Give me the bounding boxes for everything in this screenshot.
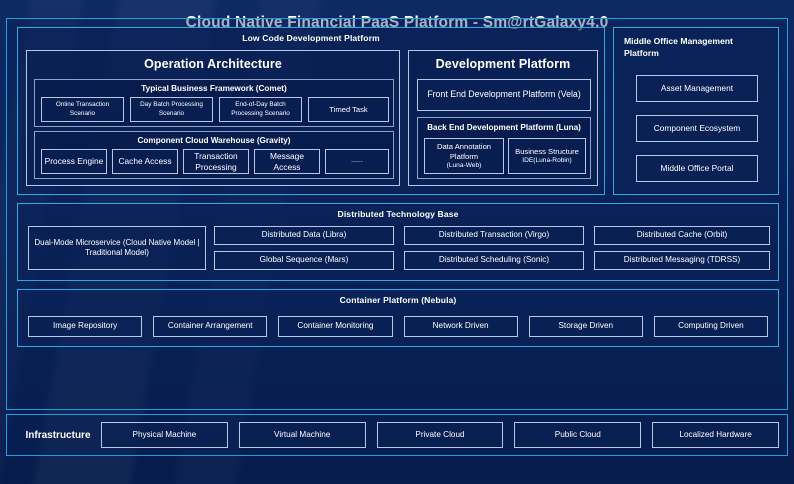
box-day-batch-processing-scenario[interactable]: Day Batch Processing Scenario: [130, 97, 213, 122]
distributed-column-1: Distributed Data (Libra) Global Sequence…: [214, 226, 394, 270]
box-transaction-processing[interactable]: Transaction Processing: [183, 149, 249, 174]
platform-outer-frame: Low Code Development Platform Operation …: [6, 18, 788, 410]
box-end-of-day-batch-processing-scenario[interactable]: End-of-Day Batch Processing Scenario: [219, 97, 302, 122]
box-online-transaction-scenario[interactable]: Online Transaction Scenario: [41, 97, 124, 122]
subpanel-component-cloud-warehouse: Component Cloud Warehouse (Gravity) Proc…: [34, 131, 394, 179]
box-public-cloud[interactable]: Public Cloud: [514, 422, 642, 448]
box-message-access[interactable]: Message Access: [254, 149, 320, 174]
box-computing-driven[interactable]: Computing Driven: [653, 316, 769, 337]
typical-business-framework-title: Typical Business Framework (Comet): [141, 84, 287, 93]
middle-office-title: Middle Office Management Platform: [624, 36, 733, 59]
section-middle-office-management-platform: Middle Office Management Platform Asset …: [613, 27, 779, 195]
box-more-components[interactable]: ......: [325, 149, 389, 174]
box-private-cloud[interactable]: Private Cloud: [376, 422, 504, 448]
infrastructure-label: Infrastructure: [25, 429, 91, 441]
container-platform-row: Image Repository Container Arrangement C…: [28, 316, 769, 337]
low-code-title: Low Code Development Platform: [242, 33, 380, 43]
business-structure-label: Business Structure: [515, 146, 579, 156]
box-physical-machine[interactable]: Physical Machine: [101, 422, 228, 448]
box-distributed-data[interactable]: Distributed Data (Libra): [214, 226, 394, 245]
box-distributed-scheduling[interactable]: Distributed Scheduling (Sonic): [404, 251, 584, 270]
data-annotation-platform-sublabel: (Luna-Web): [446, 161, 482, 169]
box-component-ecosystem[interactable]: Component Ecosystem: [636, 115, 758, 142]
distributed-column-3: Distributed Cache (Orbit) Distributed Me…: [594, 226, 770, 270]
box-front-end-development-platform[interactable]: Front End Development Platform (Vela): [417, 79, 591, 111]
development-platform-title: Development Platform: [435, 57, 571, 71]
distributed-technology-base-title: Distributed Technology Base: [337, 209, 459, 219]
box-global-sequence[interactable]: Global Sequence (Mars): [214, 251, 394, 270]
box-dual-mode-microservice[interactable]: Dual-Mode Microservice (Cloud Native Mod…: [28, 226, 206, 270]
box-storage-driven[interactable]: Storage Driven: [528, 316, 643, 337]
box-container-arrangement[interactable]: Container Arrangement: [153, 316, 268, 337]
panel-operation-architecture: Operation Architecture Typical Business …: [26, 50, 400, 186]
panel-development-platform: Development Platform Front End Developme…: [408, 50, 598, 186]
operation-architecture-title: Operation Architecture: [144, 57, 282, 71]
data-annotation-platform-label: Data Annotation Platform: [436, 142, 492, 161]
component-cloud-warehouse-title: Component Cloud Warehouse (Gravity): [137, 136, 291, 145]
box-process-engine[interactable]: Process Engine: [41, 149, 107, 174]
box-middle-office-portal[interactable]: Middle Office Portal: [636, 155, 758, 182]
box-cache-access[interactable]: Cache Access: [112, 149, 178, 174]
box-image-repository[interactable]: Image Repository: [28, 316, 143, 337]
section-distributed-technology-base: Distributed Technology Base Dual-Mode Mi…: [17, 203, 779, 281]
box-virtual-machine[interactable]: Virtual Machine: [238, 422, 366, 448]
business-structure-ide-sublabel: IDE(Luna-Robin): [522, 156, 572, 164]
box-distributed-transaction[interactable]: Distributed Transaction (Virgo): [404, 226, 584, 245]
box-network-driven[interactable]: Network Driven: [403, 316, 518, 337]
box-container-monitoring[interactable]: Container Monitoring: [278, 316, 393, 337]
box-business-structure-ide[interactable]: Business Structure IDE(Luna-Robin): [508, 138, 586, 174]
box-localized-hardware[interactable]: Localized Hardware: [652, 422, 779, 448]
infrastructure-row: Physical Machine Virtual Machine Private…: [101, 422, 779, 448]
box-timed-task[interactable]: Timed Task: [308, 97, 389, 122]
box-asset-management[interactable]: Asset Management: [636, 75, 758, 102]
section-infrastructure: Infrastructure Physical Machine Virtual …: [6, 414, 788, 456]
container-platform-title: Container Platform (Nebula): [339, 295, 457, 305]
section-low-code-development-platform: Low Code Development Platform Operation …: [17, 27, 605, 195]
box-distributed-messaging[interactable]: Distributed Messaging (TDRSS): [594, 251, 770, 270]
subpanel-back-end-development-platform: Back End Development Platform (Luna) Dat…: [417, 117, 591, 179]
box-distributed-cache[interactable]: Distributed Cache (Orbit): [594, 226, 770, 245]
distributed-column-2: Distributed Transaction (Virgo) Distribu…: [404, 226, 584, 270]
box-data-annotation-platform[interactable]: Data Annotation Platform (Luna-Web): [424, 138, 504, 174]
section-container-platform: Container Platform (Nebula) Image Reposi…: [17, 289, 779, 347]
back-end-development-platform-title: Back End Development Platform (Luna): [427, 123, 581, 132]
subpanel-typical-business-framework: Typical Business Framework (Comet) Onlin…: [34, 79, 394, 127]
